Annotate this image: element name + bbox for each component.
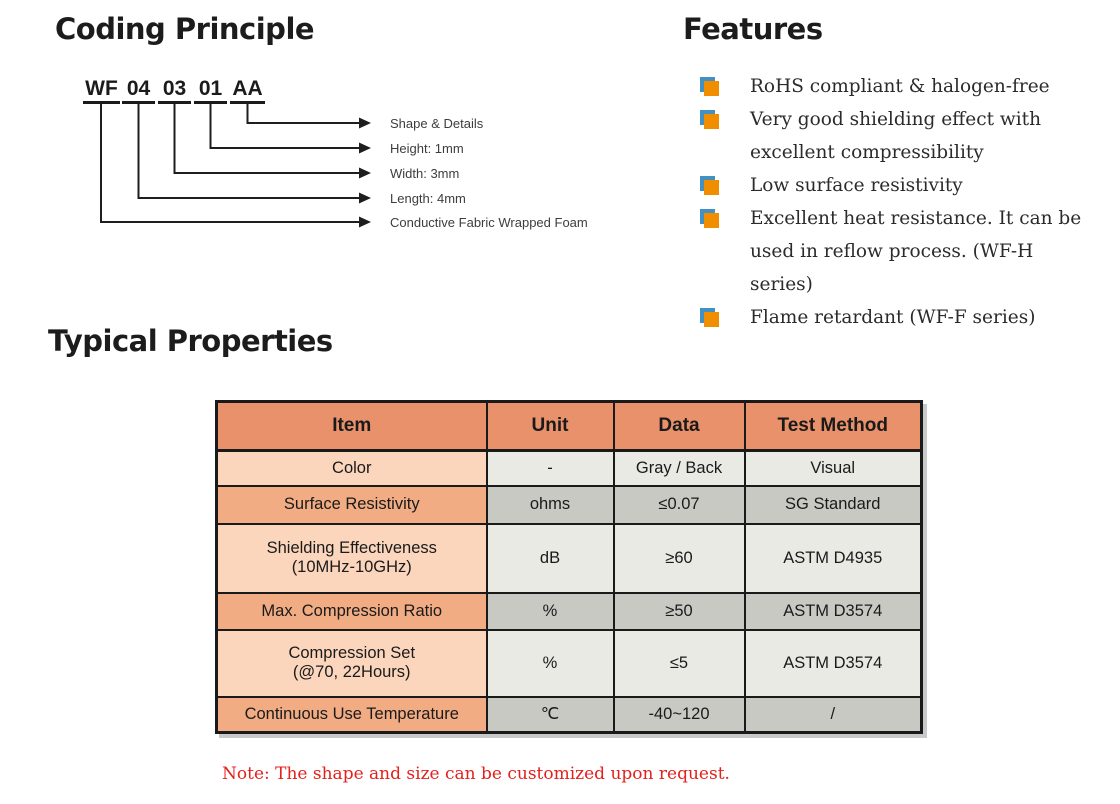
table-header-row: Item Unit Data Test Method <box>215 400 923 452</box>
square-bullet-icon <box>700 176 721 197</box>
feature-text: Low surface resistivity <box>750 175 963 196</box>
cell-data: ≤0.07 <box>612 484 746 525</box>
cell-test-method: SG Standard <box>743 484 923 525</box>
typical-properties-title: Typical Properties <box>48 324 333 358</box>
cell-data: Gray / Back <box>612 449 746 487</box>
table-row: Max. Compression Ratio % ≥50 ASTM D3574 <box>215 591 923 631</box>
typical-properties-table: Item Unit Data Test Method Color - Gray … <box>215 400 923 734</box>
table-row: Shielding Effectiveness (10MHz-10GHz) dB… <box>215 522 923 594</box>
cell-item: Shielding Effectiveness (10MHz-10GHz) <box>215 522 488 594</box>
feature-text: Flame retardant (WF-F series) <box>750 307 1036 328</box>
code-segment-shape: AA <box>230 76 265 104</box>
code-label-width: Width: 3mm <box>390 166 460 181</box>
cell-test-method: ASTM D4935 <box>743 522 923 594</box>
square-bullet-icon <box>700 308 721 329</box>
cell-item: Compression Set (@70, 22Hours) <box>215 628 488 698</box>
code-label-shape-details: Shape & Details <box>390 116 484 131</box>
cell-test-method: / <box>743 695 923 734</box>
feature-item: Excellent heat resistance. It can be use… <box>700 202 1100 301</box>
cell-unit: % <box>485 628 615 698</box>
feature-text: RoHS compliant & halogen-free <box>750 76 1050 97</box>
cell-data: ≤5 <box>612 628 746 698</box>
code-segment-height: 01 <box>194 76 227 104</box>
code-segment-length: 04 <box>122 76 155 104</box>
header-test-method: Test Method <box>743 400 923 452</box>
feature-text: Very good shielding effect with excellen… <box>750 109 1042 163</box>
cell-unit: ℃ <box>485 695 615 734</box>
cell-test-method: Visual <box>743 449 923 487</box>
customization-note: Note: The shape and size can be customiz… <box>222 764 730 784</box>
code-label-height: Height: 1mm <box>390 141 464 156</box>
feature-item: RoHS compliant & halogen-free <box>700 70 1100 103</box>
cell-data: -40~120 <box>612 695 746 734</box>
cell-data: ≥50 <box>612 591 746 631</box>
feature-item: Very good shielding effect with excellen… <box>700 103 1100 169</box>
cell-data: ≥60 <box>612 522 746 594</box>
coding-principle-title: Coding Principle <box>55 12 315 46</box>
square-bullet-icon <box>700 77 721 98</box>
cell-unit: dB <box>485 522 615 594</box>
features-list: RoHS compliant & halogen-free Very good … <box>700 70 1100 334</box>
cell-item: Max. Compression Ratio <box>215 591 488 631</box>
cell-unit: - <box>485 449 615 487</box>
cell-unit: % <box>485 591 615 631</box>
cell-test-method: ASTM D3574 <box>743 628 923 698</box>
cell-test-method: ASTM D3574 <box>743 591 923 631</box>
connector-arrows <box>100 104 371 228</box>
cell-item: Color <box>215 449 488 487</box>
cell-item: Surface Resistivity <box>215 484 488 525</box>
code-label-length: Length: 4mm <box>390 191 466 206</box>
feature-item: Low surface resistivity <box>700 169 1100 202</box>
features-title: Features <box>683 12 823 46</box>
table-row: Surface Resistivity ohms ≤0.07 SG Standa… <box>215 484 923 525</box>
code-segment-width: 03 <box>158 76 191 104</box>
table-row: Compression Set (@70, 22Hours) % ≤5 ASTM… <box>215 628 923 698</box>
square-bullet-icon <box>700 209 721 230</box>
square-bullet-icon <box>700 110 721 131</box>
cell-unit: ohms <box>485 484 615 525</box>
feature-item: Flame retardant (WF-F series) <box>700 301 1100 334</box>
table-row: Continuous Use Temperature ℃ -40~120 / <box>215 695 923 734</box>
feature-text: Excellent heat resistance. It can be use… <box>750 208 1082 295</box>
header-data: Data <box>612 400 746 452</box>
header-unit: Unit <box>485 400 615 452</box>
header-item: Item <box>215 400 488 452</box>
code-label-material: Conductive Fabric Wrapped Foam <box>390 215 588 230</box>
cell-item: Continuous Use Temperature <box>215 695 488 734</box>
code-segment-wf: WF <box>83 76 120 104</box>
table-row: Color - Gray / Back Visual <box>215 449 923 487</box>
